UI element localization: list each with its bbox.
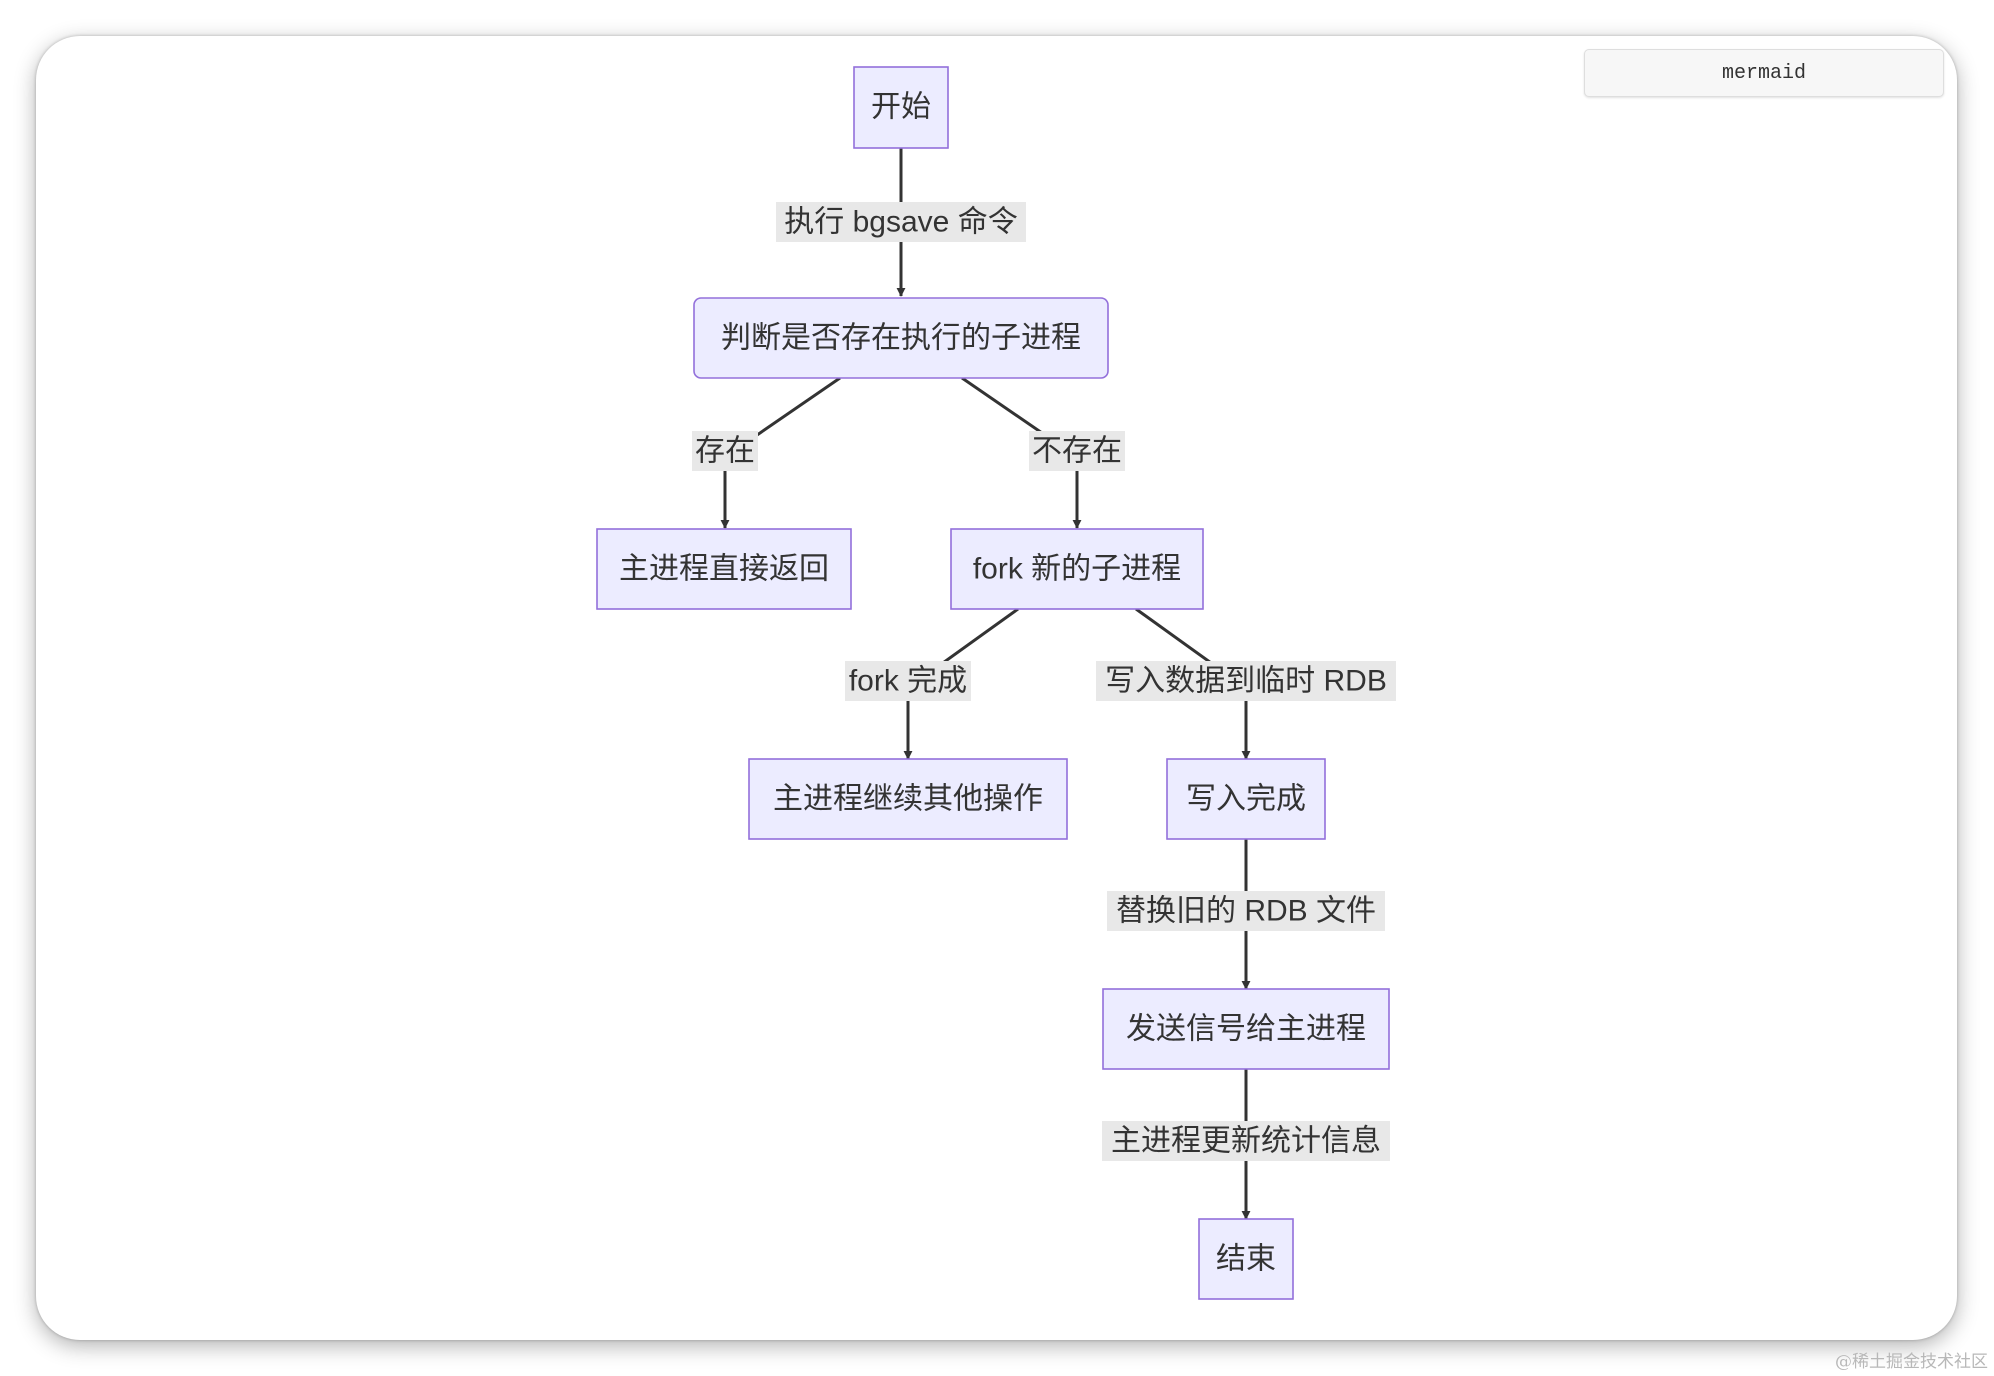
svg-text:执行 bgsave 命令: 执行 bgsave 命令 — [784, 206, 1017, 239]
edge-label-write-temp: 写入数据到临时 RDB — [1096, 661, 1396, 701]
svg-text:存在: 存在 — [695, 435, 755, 468]
edge-label-replace-rdb: 替换旧的 RDB 文件 — [1107, 891, 1385, 931]
svg-text:fork 完成: fork 完成 — [849, 665, 967, 698]
svg-text:结束: 结束 — [1216, 1243, 1276, 1276]
node-check-child-process: 判断是否存在执行的子进程 — [693, 297, 1109, 379]
edge-label-fork-done: fork 完成 — [845, 661, 971, 701]
svg-text:发送信号给主进程: 发送信号给主进程 — [1126, 1013, 1366, 1046]
node-send-signal: 发送信号给主进程 — [1102, 988, 1390, 1070]
node-fork-new-child: fork 新的子进程 — [950, 528, 1204, 610]
node-end: 结束 — [1198, 1218, 1294, 1300]
node-write-done: 写入完成 — [1166, 758, 1326, 840]
node-start: 开始 — [853, 66, 949, 149]
svg-text:主进程继续其他操作: 主进程继续其他操作 — [773, 783, 1043, 816]
mermaid-badge-label: mermaid — [1721, 61, 1806, 85]
svg-text:主进程更新统计信息: 主进程更新统计信息 — [1111, 1125, 1381, 1158]
svg-text:主进程直接返回: 主进程直接返回 — [619, 553, 829, 586]
node-direct-return: 主进程直接返回 — [596, 528, 852, 610]
edge-label-start-check: 执行 bgsave 命令 — [776, 202, 1026, 242]
svg-text:开始: 开始 — [871, 91, 931, 124]
svg-text:fork 新的子进程: fork 新的子进程 — [973, 553, 1181, 586]
edge-label-update-stats: 主进程更新统计信息 — [1102, 1121, 1390, 1161]
svg-text:写入数据到临时 RDB: 写入数据到临时 RDB — [1105, 665, 1387, 698]
node-main-continue: 主进程继续其他操作 — [748, 758, 1068, 840]
svg-text:替换旧的 RDB 文件: 替换旧的 RDB 文件 — [1116, 895, 1376, 928]
svg-text:判断是否存在执行的子进程: 判断是否存在执行的子进程 — [721, 322, 1081, 355]
watermark: @稀土掘金技术社区 — [1835, 1352, 1988, 1372]
edge-label-check-not-exists: 不存在 — [1029, 431, 1125, 471]
mermaid-badge[interactable]: mermaid — [1584, 49, 1944, 97]
svg-text:写入完成: 写入完成 — [1186, 783, 1306, 816]
edge-label-check-exists: 存在 — [692, 431, 758, 471]
svg-text:不存在: 不存在 — [1032, 435, 1122, 468]
diagram-card — [36, 36, 1957, 1340]
